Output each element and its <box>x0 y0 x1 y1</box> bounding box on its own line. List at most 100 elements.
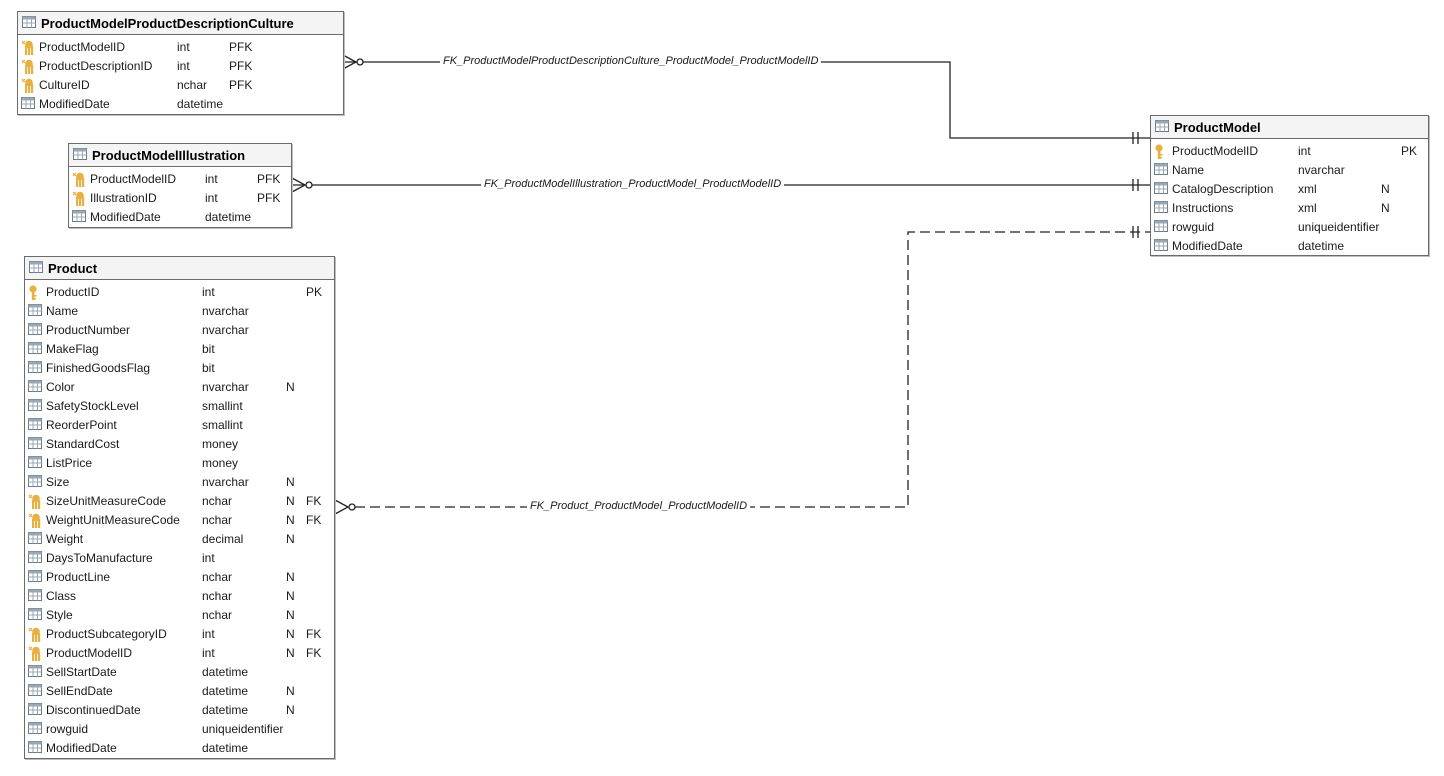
table-header[interactable]: ProductModel <box>1151 116 1428 139</box>
column-nullable: N <box>286 702 295 717</box>
column-name: StandardCost <box>46 436 120 451</box>
column-name: Style <box>46 607 73 622</box>
column-name: CatalogDescription <box>1172 181 1274 196</box>
table-header[interactable]: ProductModelIllustration <box>69 144 291 167</box>
column-icon <box>1154 163 1168 177</box>
table-icon <box>29 260 48 276</box>
crows-foot-icon <box>291 177 307 193</box>
column-name: SellStartDate <box>46 664 117 679</box>
foreign-key-icon <box>28 494 42 509</box>
column-type: nvarchar <box>202 379 249 394</box>
column-name: ProductNumber <box>46 322 131 337</box>
column-type: int <box>205 190 218 205</box>
column-key: PK <box>306 284 323 299</box>
table-header[interactable]: Product <box>25 257 334 280</box>
column-type: nchar <box>202 493 233 508</box>
column-type: nchar <box>202 569 233 584</box>
column-name: ListPrice <box>46 455 93 470</box>
foreign-key-icon <box>72 172 86 187</box>
table-title: ProductModelProductDescriptionCulture <box>41 15 294 31</box>
column-name: ProductModelID <box>46 645 133 660</box>
relationship-line-product[interactable] <box>355 231 1150 508</box>
column-type: datetime <box>202 702 249 717</box>
column-type: xml <box>1298 200 1317 215</box>
relationship-label[interactable]: FK_ProductModelProductDescriptionCulture… <box>440 55 822 67</box>
column-icon <box>28 475 42 489</box>
table-title: Product <box>48 260 98 276</box>
column-name: ProductModelID <box>1172 143 1259 158</box>
relationship-label[interactable]: FK_ProductModelIllustration_ProductModel… <box>481 178 785 190</box>
column-type: bit <box>202 341 215 356</box>
table-title: ProductModelIllustration <box>92 147 246 163</box>
column-type: bit <box>202 360 215 375</box>
table-icon <box>1155 119 1174 135</box>
column-key: PFK <box>257 171 281 186</box>
column-name: ModifiedDate <box>1172 238 1243 253</box>
column-nullable: N <box>286 645 295 660</box>
table-icon <box>22 15 41 31</box>
foreign-key-icon <box>28 646 42 661</box>
column-name: ProductDescriptionID <box>39 58 153 73</box>
column-icon <box>28 665 42 679</box>
column-icon <box>28 684 42 698</box>
column-name: ProductModelID <box>90 171 177 186</box>
column-nullable: N <box>286 379 295 394</box>
column-name: rowguid <box>1172 219 1215 234</box>
column-icon <box>28 741 42 755</box>
column-type: datetime <box>177 96 224 111</box>
relationship-line-pmpdc[interactable] <box>342 61 1150 139</box>
column-nullable: N <box>286 569 295 584</box>
column-type: decimal <box>202 531 244 546</box>
column-key: FK <box>306 645 322 660</box>
column-type: datetime <box>202 683 249 698</box>
column-type: nvarchar <box>202 474 249 489</box>
relationship-label[interactable]: FK_Product_ProductModel_ProductModelID <box>527 500 751 512</box>
column-name: ProductID <box>46 284 100 299</box>
table-header[interactable]: ProductModelProductDescriptionCulture <box>18 12 343 35</box>
column-name: DaysToManufacture <box>46 550 153 565</box>
column-name: CultureID <box>39 77 90 92</box>
